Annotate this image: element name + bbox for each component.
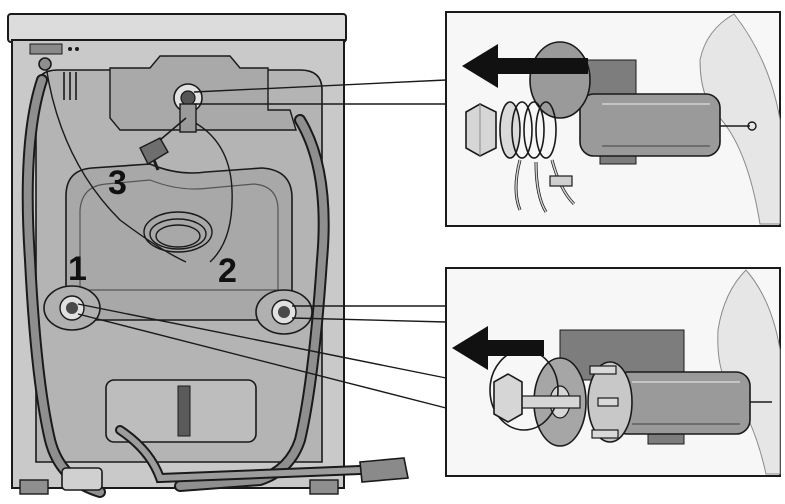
washing-machine-rear-view <box>7 13 409 498</box>
embossed-inner-line <box>79 179 279 291</box>
leader-lines <box>77 79 447 409</box>
indicator-dot <box>68 47 72 51</box>
drain-hose-left-fill <box>23 76 104 496</box>
hose-connector <box>61 467 103 491</box>
inlet-hose-right-fill <box>176 116 328 490</box>
vent-marks <box>63 72 77 100</box>
callout-number-3: 3 <box>108 164 127 202</box>
callout-number-1: 1 <box>68 250 87 288</box>
machine-foot <box>309 479 339 495</box>
hose-end-plug <box>359 457 409 483</box>
indicator-dot <box>75 47 79 51</box>
transport-bolt-right <box>255 289 313 335</box>
power-cord <box>45 65 233 263</box>
cord-entry <box>38 57 52 71</box>
callout-number-2: 2 <box>218 252 237 290</box>
label-plate <box>29 43 63 55</box>
arrow-left-icon <box>452 326 544 370</box>
detail-panel-bottom <box>445 267 781 477</box>
detail-panel-top <box>445 11 781 227</box>
lower-panel-clip <box>177 385 191 437</box>
machine-foot <box>19 479 49 495</box>
spacer-clip <box>139 117 187 171</box>
transport-bolt-top <box>173 83 203 133</box>
machine-top-lid <box>7 13 347 43</box>
bottom-hose-fill <box>117 427 363 482</box>
transport-bolt-left <box>43 285 101 331</box>
arrow-left-icon <box>462 44 588 88</box>
